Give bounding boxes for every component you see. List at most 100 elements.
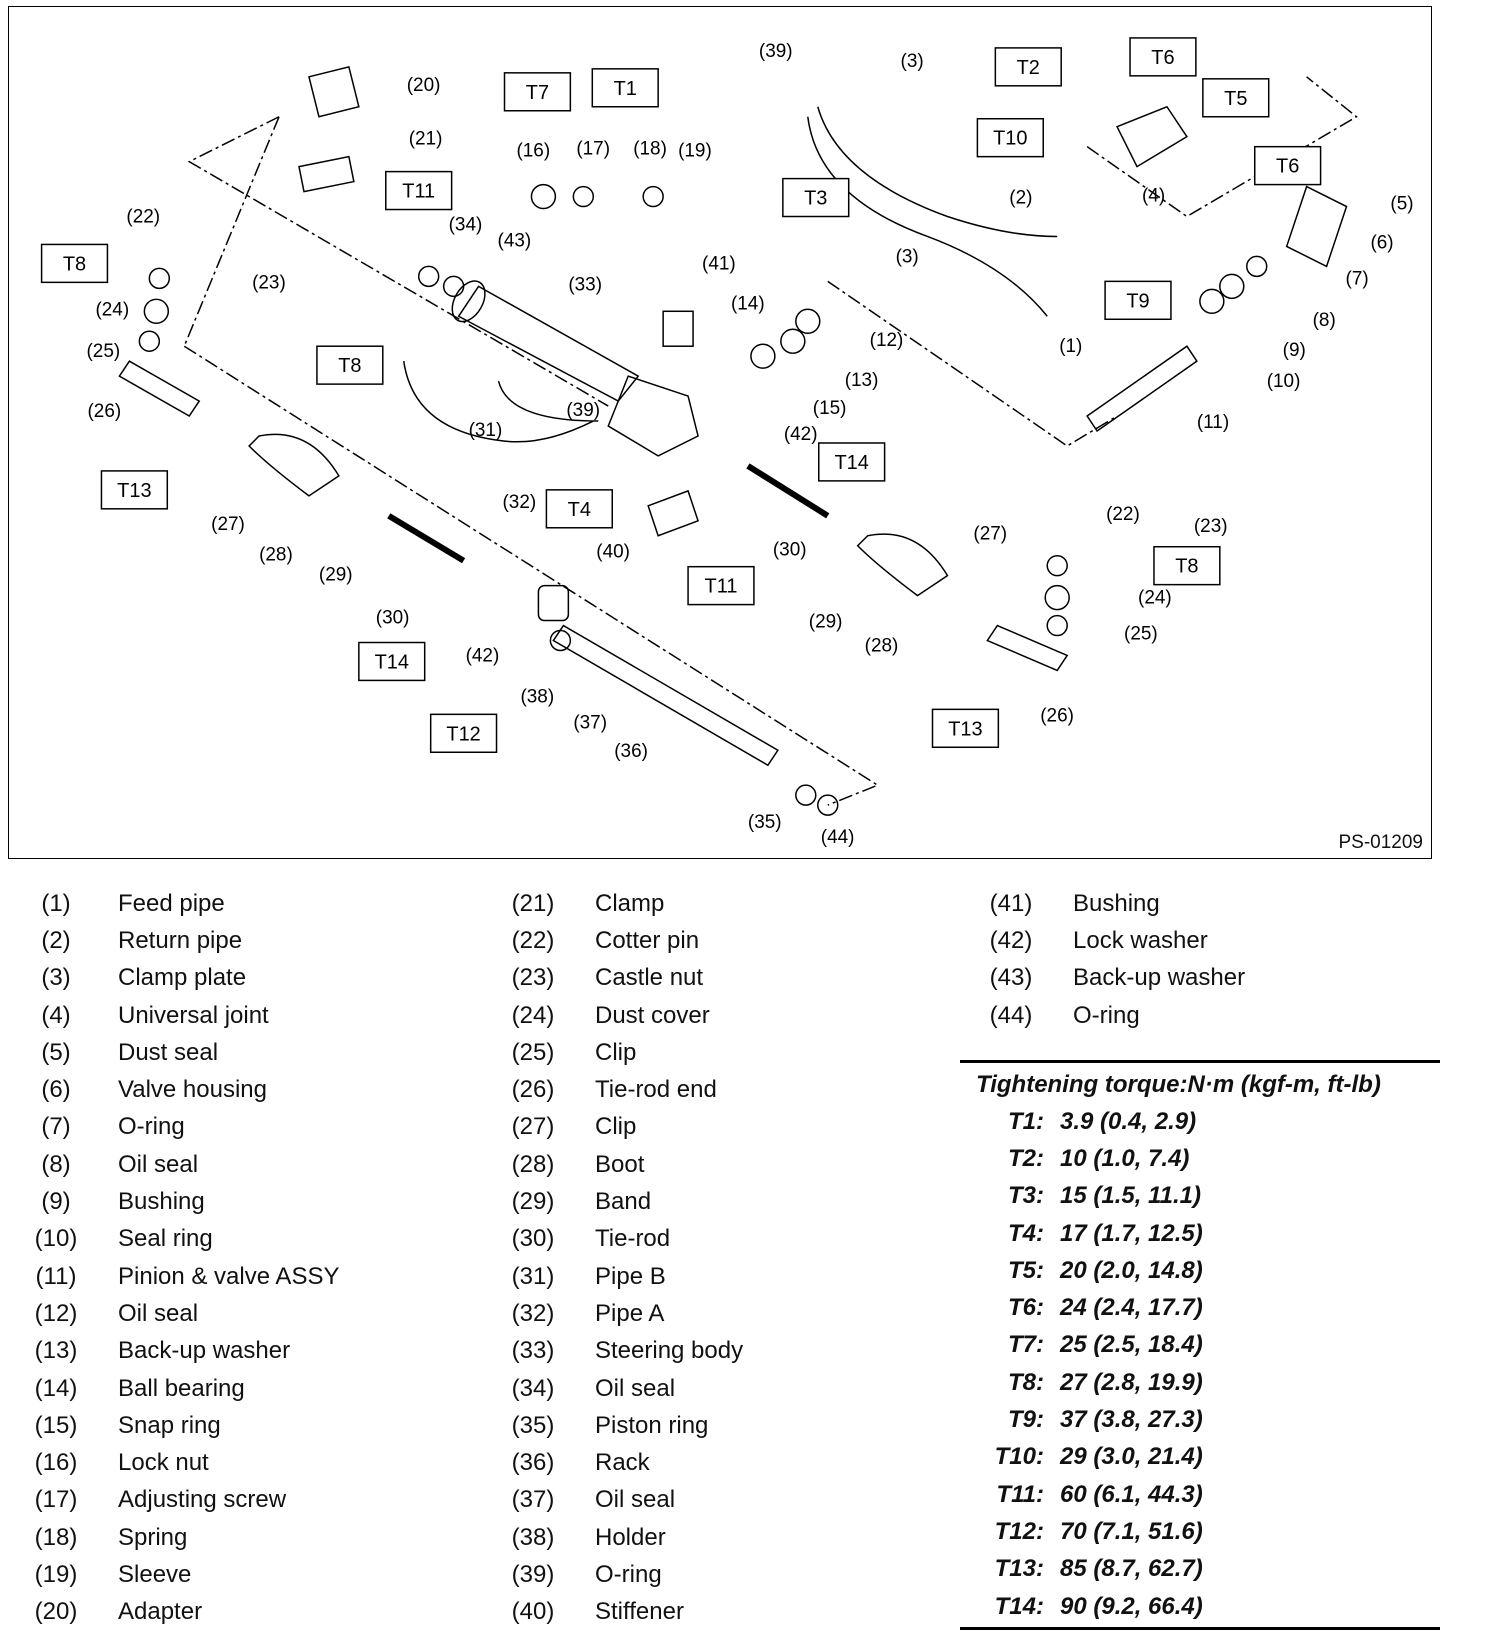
legend-part-name: Ball bearing [118,1374,245,1402]
callout-label: (20) [407,75,441,96]
torque-row: T3:15 (1.5, 11.1) [960,1178,1440,1215]
legend-part-name: Stiffener [595,1598,684,1626]
legend-number: (5) [41,1038,71,1066]
torque-value: 29 (3.0, 21.4) [1060,1443,1203,1471]
torque-box-frame [687,565,755,606]
legend-number: (17) [34,1486,78,1514]
legend-item: (20)Adapter [20,1594,500,1631]
legend-number: (26) [511,1076,555,1104]
legend-item: (14)Ball bearing [20,1370,500,1407]
torque-value: 85 (8.7, 62.7) [1060,1555,1203,1583]
legend-item: (11) Pinion & valve ASSY [20,1258,500,1295]
torque-box: T6 [1129,37,1197,77]
torque-key: T6: [1008,1294,1044,1322]
callout-label: (27) [211,514,245,535]
universal-joint-shape [1116,105,1188,168]
legend-number: (11) [35,1262,77,1290]
legend-item: (15)Snap ring [20,1407,500,1444]
torque-value: 24 (2.4, 17.7) [1060,1294,1203,1322]
legend-number: (3) [41,964,71,992]
callout-label: (10) [1267,371,1301,392]
oil-seal-12-shape [795,308,821,334]
piston-ring-35-shape [795,784,817,806]
legend-number: (9) [41,1188,71,1216]
legend-part-name: Castle nut [595,964,704,992]
torque-box-label: T13 [948,718,982,740]
legend-number: (19) [34,1560,78,1588]
torque-bottom-rule [960,1627,1440,1631]
callout-label: (43) [498,230,532,251]
torque-value: 20 (2.0, 14.8) [1060,1256,1203,1284]
torque-row: T8:27 (2.8, 19.9) [960,1364,1440,1401]
legend-number: (43) [989,964,1033,992]
torque-box-frame [1253,145,1322,186]
legend-number: (29) [511,1188,555,1216]
oil-seal-8-shape [1219,273,1245,300]
torque-row: T2:10 (1.0, 7.4) [960,1140,1440,1177]
torque-box: T6 [1253,145,1322,186]
callout-label: (26) [87,401,121,422]
torque-key: T2: [1008,1144,1044,1172]
torque-box: T13 [100,470,169,510]
ball-bearing-14-shape [750,343,776,369]
callout-label: (39) [759,41,793,62]
torque-value: 17 (1.7, 12.5) [1060,1219,1203,1247]
torque-row: T10:29 (3.0, 21.4) [960,1439,1440,1476]
callout-label: (21) [409,129,443,150]
callout-labels: (1)(2)(3)(3)(4)(5)(6)(7)(8)(9)(10)(11)(1… [86,41,1413,848]
torque-box-frame [100,470,169,510]
o-ring-44-shape [817,794,839,816]
castle-nut-right-shape [1046,554,1068,577]
torque-box: T8 [40,243,109,284]
legend-number: (8) [41,1150,71,1178]
torque-key: T11: [996,1480,1044,1508]
legend-item: (17)Adjusting screw [20,1482,500,1519]
legend-item: (8)Oil seal [20,1146,500,1183]
torque-box-frame [931,708,1000,749]
torque-row: T12:70 (7.1, 51.6) [960,1513,1440,1550]
legend-item: (16)Lock nut [20,1444,500,1481]
torque-box-frame [40,243,109,284]
legend-item: (25)Clip [497,1034,977,1071]
torque-value: 3.9 (0.4, 2.9) [1060,1107,1197,1135]
callout-label: (5) [1390,194,1413,215]
legend-number: (32) [511,1299,555,1327]
torque-box-frame [1153,545,1221,586]
boot-right-shape [856,533,949,597]
torque-value: 15 (1.5, 11.1) [1060,1182,1201,1210]
callout-label: (23) [1194,516,1228,537]
legend-number: (27) [511,1113,555,1141]
torque-box-frame [1129,37,1197,77]
tie-rod-right-shape [746,463,830,519]
torque-box: T7 [503,72,572,112]
torque-value: 90 (9.2, 66.4) [1060,1592,1203,1620]
torque-box: T11 [687,565,755,606]
torque-box-label: T6 [1151,47,1174,69]
legend-number: (15) [34,1411,78,1439]
torque-key: T12: [994,1517,1044,1545]
legend-number: (23) [511,964,555,992]
bushing-9-shape [1199,288,1225,315]
callout-label: (29) [319,565,353,586]
adjust-screw-17-shape [572,185,595,208]
legend-number: (21) [511,889,555,917]
legend-part-name: Dust seal [118,1038,219,1066]
legend-part-name: Cotter pin [595,926,700,954]
torque-box-label: T5 [1224,88,1247,110]
legend-number: (25) [511,1038,555,1066]
backup-washer-13-shape [780,328,806,354]
torque-box-frame [1104,280,1172,321]
stiffener-shape [647,489,699,537]
torque-row: T13:85 (8.7, 62.7) [960,1551,1440,1588]
torque-box-frame [385,170,453,211]
legend-number: (7) [41,1113,71,1141]
legend-part-name: Pinion & valve ASSY [118,1262,340,1290]
legend-number: (35) [511,1411,555,1439]
legend-item: (37)Oil seal [497,1482,977,1519]
torque-box-frame [782,177,850,218]
torque-box-label: T3 [804,188,827,210]
legend-number: (18) [34,1523,78,1551]
legend-part-name: Valve housing [118,1076,267,1104]
torque-box-label: T14 [375,651,409,673]
torque-box: T9 [1104,280,1172,321]
